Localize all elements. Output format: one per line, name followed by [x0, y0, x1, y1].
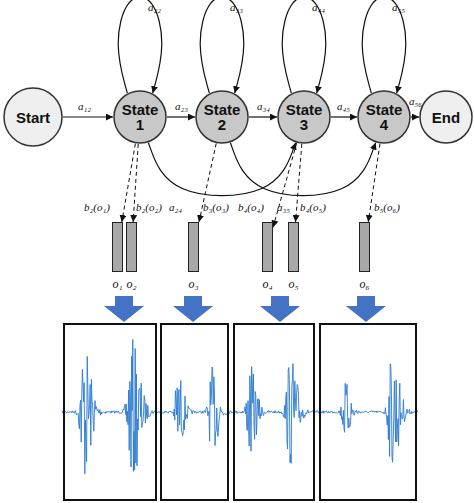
- circle-shape: [420, 91, 472, 143]
- segment-frames: [64, 324, 416, 500]
- skip-transition-arrow: [230, 143, 375, 196]
- segment-frame: [161, 324, 228, 500]
- transition-probability: a₅₅: [392, 1, 405, 13]
- emission-probability: b₅(o₆): [374, 201, 400, 213]
- observation-frame: o₁: [112, 222, 123, 272]
- emission-link: [273, 143, 297, 227]
- emission-probability: b₂(o₂): [136, 201, 162, 213]
- observation-frame: o₄: [262, 222, 273, 272]
- node-text-holder: State 3: [277, 90, 331, 144]
- hidden-state: State 3: [277, 90, 331, 144]
- circle-shape: [114, 91, 166, 143]
- skip-transition-arrow: [148, 143, 295, 196]
- state-label: End: [432, 110, 460, 125]
- transition-probability: a₂₄: [169, 201, 182, 213]
- observation-frame: o₃: [188, 222, 199, 272]
- observation-label: o₁: [112, 278, 122, 290]
- block-arrow: [346, 296, 386, 322]
- transition-probability: a₄₄: [312, 1, 325, 13]
- emission-probability: b₄(o₅): [300, 201, 326, 213]
- observation-frame: o₆: [359, 222, 370, 272]
- state-label: State 3: [283, 102, 325, 132]
- emission-link: [122, 144, 136, 222]
- segment-frame: [234, 324, 314, 500]
- emission-probability: b₂(o₁): [84, 201, 110, 213]
- observation-label: o₄: [262, 278, 272, 290]
- transition-probability: a₃₄: [257, 100, 270, 112]
- circle-shape: [358, 91, 410, 143]
- transition-arrow: [63, 116, 113, 117]
- segment-frame: [64, 324, 156, 500]
- observation-label: o₅: [288, 278, 298, 290]
- transition-probability: a₄₅: [337, 100, 350, 112]
- connector-group: [63, 0, 419, 227]
- audio-waveform: [62, 340, 418, 474]
- emission-probability: b₄(o₄): [238, 201, 264, 213]
- hidden-state: State 1: [113, 90, 167, 144]
- transition-probability: a₂₂: [148, 1, 161, 13]
- observation-frame: o₅: [288, 222, 299, 272]
- observation-label: o₂: [126, 278, 136, 290]
- hidden-state: State 4: [357, 90, 411, 144]
- block-arrow: [260, 296, 300, 322]
- start-node: Start: [3, 87, 63, 147]
- observation-label: o₆: [359, 278, 369, 290]
- transition-probability: a₂₃: [175, 100, 188, 112]
- transition-arrow: [167, 116, 195, 117]
- node-text-holder: End: [419, 90, 473, 144]
- state-label: State 1: [119, 102, 161, 132]
- observation-label: o₃: [188, 278, 198, 290]
- circle-shape: [278, 91, 330, 143]
- circle-shape: [196, 91, 248, 143]
- transition-probability: a₃₅: [277, 201, 290, 213]
- self-loop-arrow: [118, 0, 162, 93]
- state-label: Start: [16, 110, 50, 125]
- observation-frame: o₂: [126, 222, 137, 272]
- emission-probability: b₃(o₃): [203, 201, 229, 213]
- end-node: End: [419, 90, 473, 144]
- block-arrow: [173, 296, 213, 322]
- self-loop-arrow: [200, 0, 244, 93]
- transition-arrow: [411, 116, 419, 117]
- node-text-holder: Start: [3, 87, 63, 147]
- transition-probability: a₃₃: [230, 1, 243, 13]
- node-text-holder: State 2: [195, 90, 249, 144]
- self-loop-arrow: [362, 0, 406, 93]
- transition-probability: a₁₂: [78, 100, 91, 112]
- block-arrows: [104, 296, 386, 322]
- state-label: State 4: [363, 102, 405, 132]
- segment-frame: [320, 324, 416, 500]
- node-text-holder: State 1: [113, 90, 167, 144]
- node-text-holder: State 4: [357, 90, 411, 144]
- circle-shape: [4, 88, 62, 146]
- hidden-state: State 2: [195, 90, 249, 144]
- transition-arrow: [331, 116, 357, 117]
- self-loop-arrow: [282, 0, 326, 93]
- state-label: State 2: [201, 102, 243, 132]
- transition-probability: a₅₆: [409, 95, 422, 107]
- block-arrow: [104, 296, 144, 322]
- transition-arrow: [249, 116, 277, 117]
